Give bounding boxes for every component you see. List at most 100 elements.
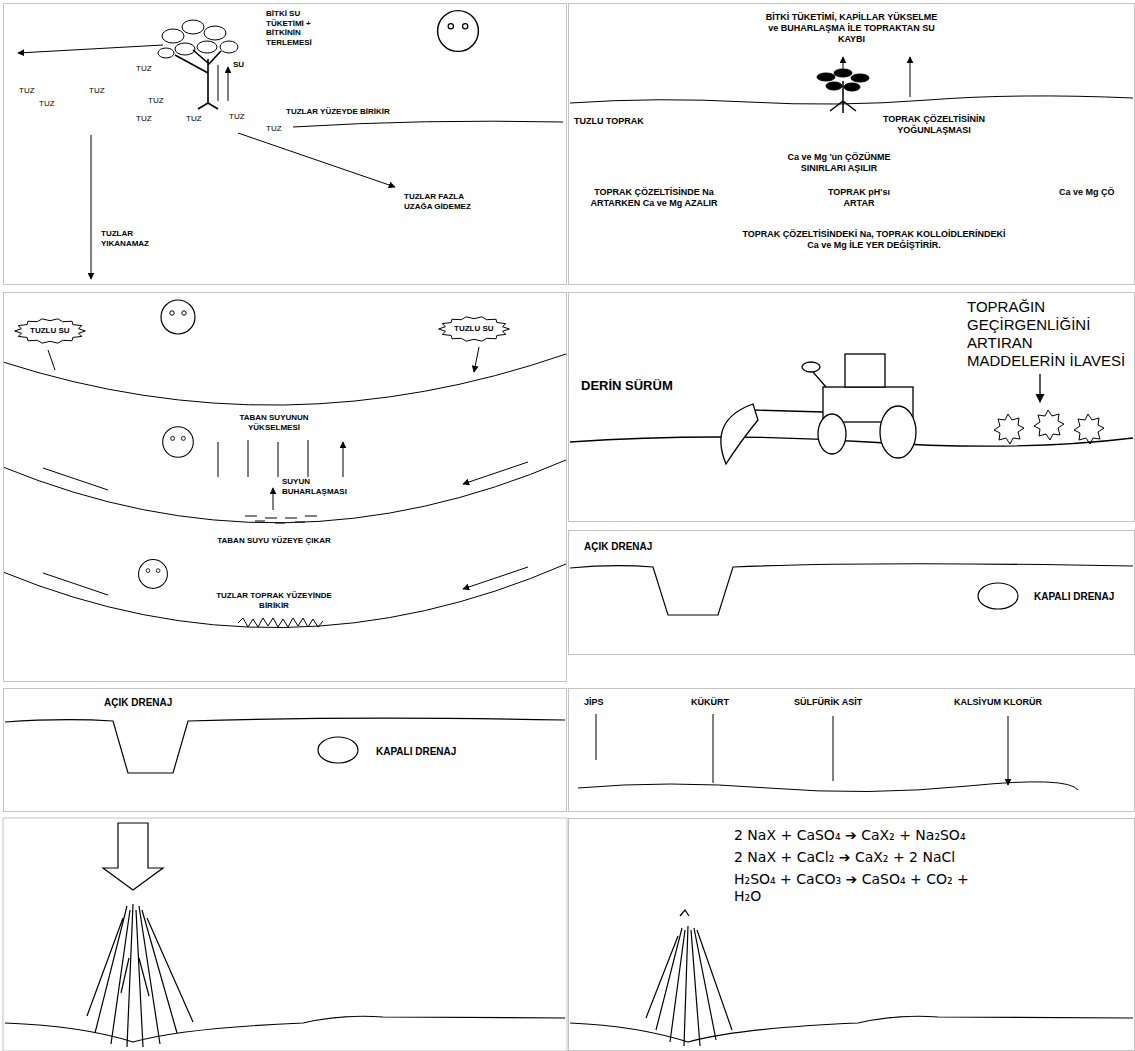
label-text: SÜLFÜRİK ASİT (794, 697, 862, 708)
valley-surface (3, 460, 566, 523)
sun-symbol (161, 300, 195, 334)
leaching-sketch (5, 823, 565, 1047)
inflow-arrow (43, 567, 528, 595)
water-uptake-arrow (218, 65, 228, 101)
closed-drain-pipe (318, 737, 358, 763)
label-text: TUZ (229, 112, 245, 122)
tree-figure (162, 29, 184, 43)
label-text: Ca ve Mg 'un ÇÖZÜNME SINIRLARI AŞILIR (764, 152, 914, 174)
open-drain (570, 564, 1133, 615)
plant-figure (826, 82, 842, 90)
cloud-label: TUZLU SU (16, 319, 84, 343)
rising-arrow (218, 440, 343, 477)
plant-figure (817, 69, 869, 113)
tree-figure (197, 41, 217, 53)
label-text: KAPALI DRENAJ (1034, 591, 1114, 603)
soil-surface (570, 96, 1133, 104)
tree-figure (220, 41, 238, 53)
tractor-figure (845, 354, 885, 387)
label-text: TABAN SUYUNUN YÜKSELMESİ (229, 413, 319, 432)
open-drain (5, 718, 565, 773)
label-text: TUZLAR YIKANAMAZ (101, 229, 161, 248)
valley-surface (3, 564, 566, 628)
tractor-figure (802, 354, 916, 458)
label-text: KAPALI DRENAJ (376, 746, 456, 758)
tree-figure (182, 20, 204, 34)
amendment-blob (994, 410, 1104, 444)
cloud-outline (15, 319, 86, 343)
label-text: SU (233, 60, 244, 70)
plow-figure (721, 404, 758, 464)
drainage-sketch (5, 718, 565, 773)
flow-arrow (238, 133, 395, 187)
soil-surface (570, 1016, 1133, 1042)
percolation-lines (646, 926, 732, 1046)
label-text: TUZ (136, 64, 152, 74)
label-text: TOPRAK ÇÖZELTİSİNİN YOĞUNLAŞMASI (859, 114, 1009, 136)
addition-arrow (596, 714, 1008, 785)
label-text: TUZ (19, 86, 35, 96)
label-text: TUZ (186, 114, 202, 124)
label-text: AÇIK DRENAJ (584, 541, 652, 553)
label-text: TOPRAK ÇÖZELTİSİNDE Na ARTARKEN Ca ve Mg… (579, 187, 729, 209)
plant-figure (834, 69, 852, 77)
label-text: TUZLAR TOPRAK YÜZEYİNDE BİRİKİR (209, 591, 339, 610)
tree-figure (175, 50, 221, 109)
amendment-blob (1074, 414, 1104, 444)
label-text: TUZLAR YÜZEYDE BİRİKİR (286, 107, 390, 117)
label-text: TUZ (39, 99, 55, 109)
label-text: TABAN SUYU YÜZEYE ÇIKAR (194, 536, 354, 546)
label-text: AÇIK DRENAJ (104, 697, 172, 709)
cloud-outline (439, 317, 510, 341)
soil-surface (293, 121, 563, 127)
plant-figure (830, 81, 856, 113)
diagram-panel: BİTKİ TÜKETİMİ, KAPİLLAR YÜKSELME ve BUH… (568, 3, 1135, 285)
sun-symbol (163, 427, 194, 458)
tree-figure (204, 26, 226, 40)
diagram-panel: TUZLU SU TUZLU SU TABAN SUYUNUN YÜKSELMESİ… (3, 292, 567, 682)
droplet-mark (680, 910, 689, 916)
salt-accumulation-sketch (18, 11, 563, 279)
tillage-sketch (570, 354, 1133, 464)
tractor-figure (802, 362, 820, 372)
tree-figure (158, 48, 174, 58)
tractor-figure (818, 414, 846, 454)
label-text: TOPRAK ÇÖZELTİSİNDEKİ Na, TOPRAK KOLLOİD… (739, 229, 1009, 251)
percolation-lines (87, 904, 193, 1047)
label-text: DERİN SÜRÜM (581, 378, 673, 394)
diagram-panel: AÇIK DRENAJ KAPALI DRENAJ (3, 688, 567, 812)
label-text: H₂SO₄ + CaCO₃ ➔ CaSO₄ + CO₂ + H₂O (734, 871, 984, 905)
sun-symbol (139, 560, 168, 589)
salt-crust (238, 618, 323, 627)
diagram-panel: TOPRAĞIN GEÇİRGENLİĞİNİ ARTIRAN MADDELER… (568, 292, 1135, 522)
reaction-sketch (570, 910, 1133, 1046)
diagram-panel: AÇIK DRENAJ KAPALI DRENAJ (568, 530, 1135, 655)
tractor-figure (813, 372, 826, 387)
water-loss-arrow (843, 57, 844, 69)
plant-figure (844, 83, 860, 91)
leaching-arrow (91, 135, 92, 279)
diagram-panel: 2 NaX + CaSO₄ ➔ CaX₂ + Na₂SO₄ 2 NaX + CaC… (568, 818, 1135, 1051)
water-loss-arrow (910, 57, 911, 97)
diagram-panel: BİTKİ SU TÜKETİMİ + BİTKİNİN TERLEMESİSU… (3, 3, 567, 285)
label-text: 2 NaX + CaCl₂ ➔ CaX₂ + 2 NaCl (734, 849, 955, 866)
water-surface (245, 516, 317, 523)
label-text: SUYUN BUHARLAŞMASI (282, 477, 360, 496)
label-text: TUZLAR FAZLA UZAĞA GİDEMEZ (404, 192, 484, 211)
cloud-label: TUZLU SU (440, 317, 508, 341)
plow-figure (721, 404, 823, 464)
label-text: TUZLU SU (454, 324, 494, 334)
tractor-figure (880, 406, 916, 458)
label-text: TOPRAĞIN GEÇİRGENLİĞİNİ ARTIRAN MADDELER… (967, 298, 1127, 370)
diagram-panel: JİPSKÜKÜRTSÜLFÜRİK ASİTKALSİYUM KLORÜR (568, 688, 1135, 812)
label-text: 2 NaX + CaSO₄ ➔ CaX₂ + Na₂SO₄ (734, 827, 966, 844)
addition-arrow (1039, 374, 1040, 402)
label-text: BİTKİ TÜKETİMİ, KAPİLLAR YÜKSELME ve BUH… (764, 12, 939, 44)
label-text: KÜKÜRT (691, 697, 729, 708)
label-text: TUZ (89, 86, 105, 96)
label-text: KALSİYUM KLORÜR (954, 697, 1042, 708)
label-text: TUZLU SU (30, 326, 70, 336)
plow-figure (753, 410, 823, 412)
tree-figure (158, 20, 238, 109)
plant-figure (817, 73, 835, 81)
